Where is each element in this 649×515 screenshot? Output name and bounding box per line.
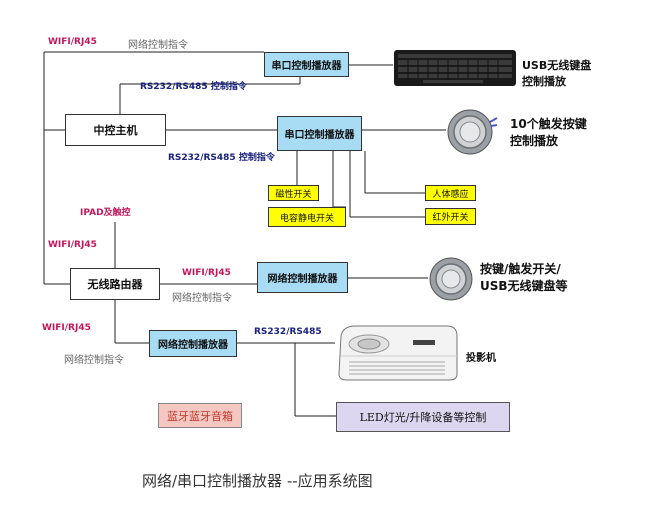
- serial-player-top: 串口控制播放器: [264, 52, 349, 77]
- wifi-label-bottom: WIFI/RJ45: [42, 323, 91, 333]
- switch-label-line1: 按键/触发开关/: [480, 262, 561, 276]
- buttons-label-line2: 控制播放: [510, 134, 559, 148]
- net-cmd-label-top: 网络控制指令: [128, 40, 188, 51]
- rs-label-bottom: RS232/RS485: [254, 327, 322, 337]
- keyboard-label-line2: 控制播放: [522, 75, 566, 88]
- projector-icon: [335, 322, 460, 384]
- net-cmd-label-bottom: 网络控制指令: [64, 355, 124, 366]
- rs-label-top: RS232/RS485 控制指令: [140, 82, 247, 92]
- wifi-label-mid: WIFI/RJ45: [48, 240, 97, 250]
- central-host: 中控主机: [65, 114, 166, 146]
- buttons-label: 10个触发按键 控制播放: [510, 116, 587, 150]
- diagram-title: 网络/串口控制播放器 --应用系统图: [142, 472, 373, 490]
- body-sensor: 人体感应: [425, 185, 476, 201]
- projector-label: 投影机: [466, 353, 496, 364]
- network-player-bottom: 网络控制播放器: [149, 330, 237, 357]
- infrared-switch: 红外开关: [425, 208, 476, 225]
- wireless-router: 无线路由器: [70, 268, 160, 300]
- keyboard-icon: [393, 48, 517, 88]
- push-button-icon: [446, 108, 498, 156]
- network-player-mid: 网络控制播放器: [257, 262, 348, 293]
- keyboard-label: USB无线键盘 控制播放: [522, 58, 591, 90]
- ipad-label: IPAD及触控: [80, 208, 131, 218]
- push-button-icon: [428, 256, 474, 302]
- led-control-box: LED灯光/升降设备等控制: [336, 402, 510, 432]
- keyboard-label-line1: USB无线键盘: [522, 59, 592, 72]
- serial-player-mid: 串口控制播放器: [277, 116, 362, 151]
- wifi-label-router: WIFI/RJ45: [182, 268, 231, 278]
- rs-label-mid: RS232/RS485 控制指令: [168, 153, 275, 163]
- net-cmd-label-router: 网络控制指令: [172, 293, 232, 304]
- switch-label: 按键/触发开关/ USB无线键盘等: [480, 261, 568, 295]
- capacitive-switch: 电容静电开关: [268, 207, 346, 227]
- magnetic-switch: 磁性开关: [268, 185, 319, 201]
- buttons-label-line1: 10个触发按键: [510, 117, 587, 131]
- wifi-label-top: WIFI/RJ45: [48, 37, 97, 47]
- switch-label-line2: USB无线键盘等: [480, 279, 568, 293]
- bluetooth-speaker: 蓝牙蓝牙音箱: [158, 403, 242, 428]
